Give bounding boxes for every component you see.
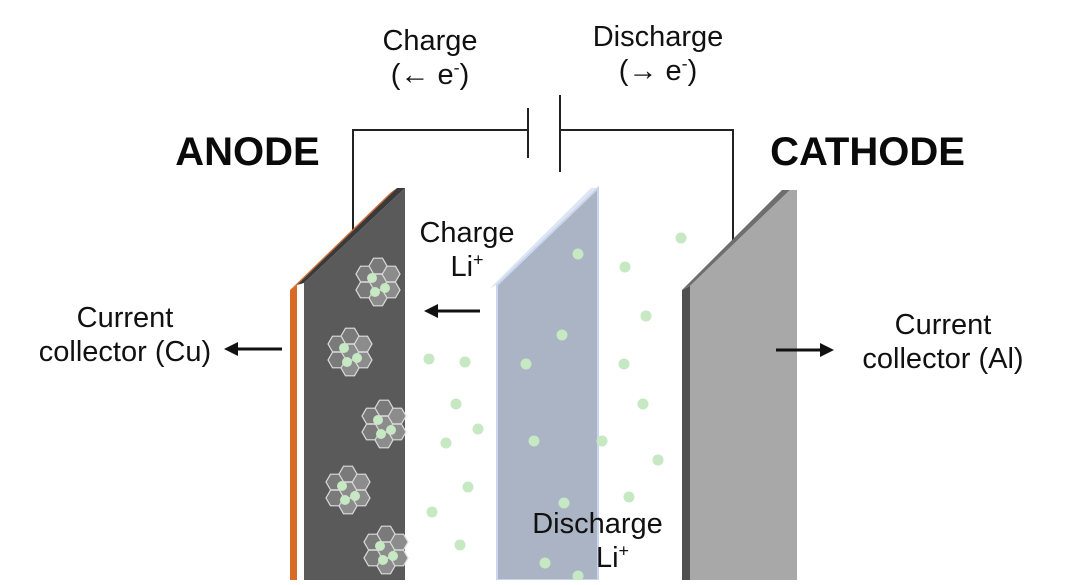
discharge-paren-close: ) — [687, 55, 698, 87]
graphite-cluster — [363, 525, 409, 575]
discharge-label-line2: (→ e-) — [578, 54, 738, 88]
cathode-edge — [682, 190, 790, 290]
li-ion-dot — [623, 491, 635, 503]
graphite-hexagon — [338, 465, 358, 483]
li-ion-dot — [640, 310, 652, 322]
li-ion-intercalated — [373, 415, 383, 425]
li-ion-intercalated — [342, 357, 352, 367]
cathode-body — [690, 190, 797, 580]
discharge-electron-sign: - — [681, 53, 688, 74]
right-collector-arrow — [776, 343, 834, 357]
discharge-electron: e — [657, 55, 682, 87]
li-ion-dot — [450, 398, 462, 410]
left-collector-line2: collector (Cu) — [38, 336, 212, 368]
li-ion-intercalated — [380, 283, 390, 293]
discharge-paren-open: ( — [618, 55, 629, 87]
discharge-label: Discharge (→ e-) — [578, 20, 738, 88]
li-ion-dot — [637, 398, 649, 410]
li-ion-dot — [520, 358, 532, 370]
li-charge-ion: Li — [450, 251, 474, 283]
charge-label-line1: Charge — [382, 25, 478, 57]
li-ion-intercalated — [339, 343, 349, 353]
graphite-clusters — [325, 257, 409, 575]
li-ion-dot — [528, 435, 540, 447]
copper-collector-face — [290, 285, 297, 580]
li-ion-intercalated — [340, 495, 350, 505]
li-ion-dot — [426, 506, 438, 518]
graphite-hexagon — [374, 399, 394, 417]
li-ion-intercalated — [352, 353, 362, 363]
li-ion-dot — [596, 435, 608, 447]
copper-collector — [290, 188, 397, 290]
circuit-wire-left — [352, 129, 528, 230]
circuit-wire-right — [560, 129, 734, 240]
li-ion-intercalated — [386, 425, 396, 435]
graphite-hexagon — [376, 525, 396, 543]
cathode-edge-face — [682, 286, 690, 580]
graphite-cluster — [327, 327, 373, 377]
li-ion-intercalated — [350, 491, 360, 501]
right-collector-label: Current collector (Al) — [843, 308, 1043, 376]
li-ion-intercalated — [375, 541, 385, 551]
li-ion-dot — [539, 557, 551, 569]
li-discharge-line2: Li+ — [520, 541, 675, 575]
li-ion-dot — [556, 329, 568, 341]
li-ion-dot — [459, 356, 471, 368]
graphite-cluster — [325, 465, 371, 515]
right-collector-line1: Current — [894, 309, 992, 341]
li-ion-dot — [572, 570, 584, 582]
li-ion-dot — [472, 423, 484, 435]
li-discharge-line1: Discharge — [532, 508, 663, 540]
li-charge-arrow — [424, 304, 480, 318]
left-collector-line1: Current — [76, 302, 174, 334]
graphite-hexagon — [340, 327, 360, 345]
li-ion-dot — [572, 248, 584, 260]
li-ion-dot — [423, 353, 435, 365]
li-ion-dot — [618, 358, 630, 370]
cathode-label: CATHODE — [770, 130, 965, 174]
li-ion-dot — [440, 437, 452, 449]
li-ion-intercalated — [367, 273, 377, 283]
li-discharge-sign: + — [618, 540, 630, 561]
li-discharge-ion: Li — [595, 542, 619, 574]
anode-label: ANODE — [175, 130, 320, 174]
charge-label: Charge (← e-) — [370, 24, 490, 92]
li-ion-dot — [558, 497, 570, 509]
right-collector-line2: collector (Al) — [862, 343, 1024, 375]
left-collector-label: Current collector (Cu) — [20, 301, 230, 369]
graphite-hexagon — [368, 257, 388, 275]
li-ion-intercalated — [337, 481, 347, 491]
charge-paren-close: ) — [459, 59, 470, 91]
graphite-cluster — [361, 399, 407, 449]
right-arrow-icon: → — [628, 55, 658, 87]
li-charge-line2: Li+ — [408, 250, 526, 284]
li-ion-dot — [675, 232, 687, 244]
li-charge-line1: Charge — [419, 217, 515, 249]
left-arrow-icon: ← — [400, 59, 430, 91]
graphite-cluster — [355, 257, 401, 307]
li-discharge-label: Discharge Li+ — [520, 507, 675, 575]
charge-electron: e — [429, 59, 454, 91]
li-ion-dot — [462, 481, 474, 493]
charge-paren-open: ( — [390, 59, 401, 91]
li-charge-label: Charge Li+ — [408, 216, 526, 284]
li-ion-intercalated — [370, 287, 380, 297]
li-charge-sign: + — [473, 249, 484, 270]
charge-electron-sign: - — [453, 57, 460, 78]
li-ion-dot — [619, 261, 631, 273]
charge-label-line2: (← e-) — [370, 58, 490, 92]
left-collector-arrow — [224, 342, 282, 356]
anode-body — [304, 188, 405, 580]
li-ion-intercalated — [378, 555, 388, 565]
discharge-label-line1: Discharge — [592, 21, 724, 53]
lithium-ions — [423, 232, 687, 582]
li-ion-intercalated — [388, 551, 398, 561]
li-ion-dot — [454, 539, 466, 551]
li-ion-intercalated — [376, 429, 386, 439]
li-ion-dot — [652, 454, 664, 466]
anode-top-edge — [297, 188, 405, 285]
